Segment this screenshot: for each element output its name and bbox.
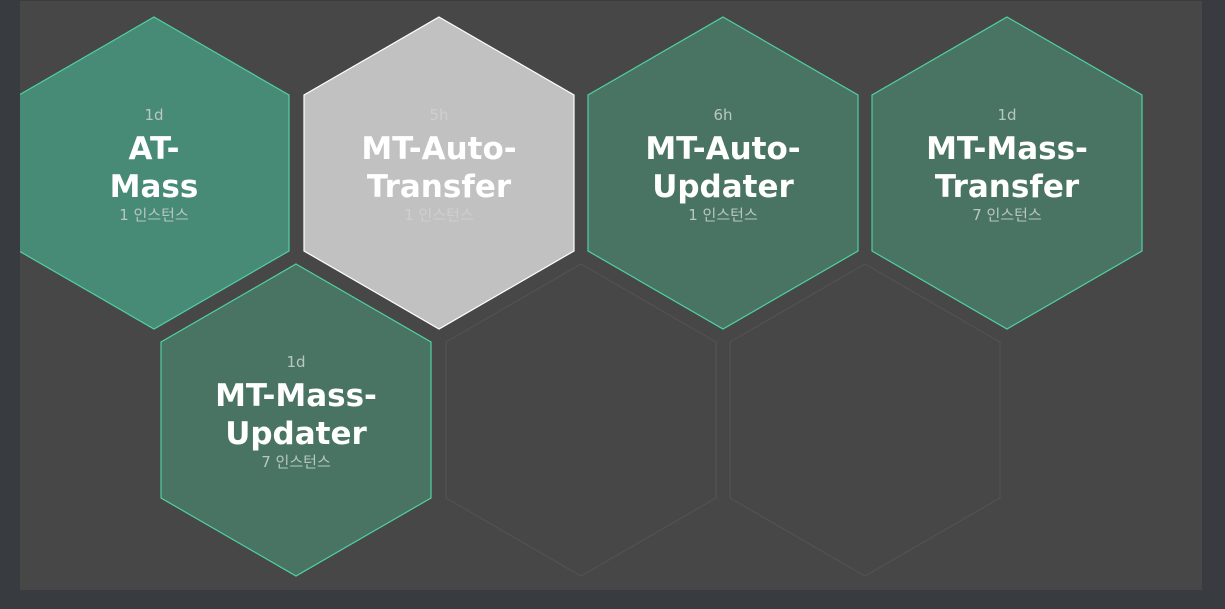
service-hex-mt-mass-transfer[interactable] [871, 16, 1143, 330]
hex-grid [20, 16, 1143, 577]
service-hex-at-mass[interactable] [20, 16, 290, 330]
service-hex-mt-mass-updater[interactable] [160, 263, 432, 577]
empty-hex-slot [445, 263, 717, 577]
empty-hex-slot [729, 263, 1001, 577]
service-hex-grid-panel: 1d AT- Mass 1 인스턴스 5h MT-Auto- Transfer … [20, 1, 1202, 590]
service-hex-mt-auto-transfer[interactable] [303, 16, 575, 330]
service-hex-mt-auto-updater[interactable] [587, 16, 859, 330]
